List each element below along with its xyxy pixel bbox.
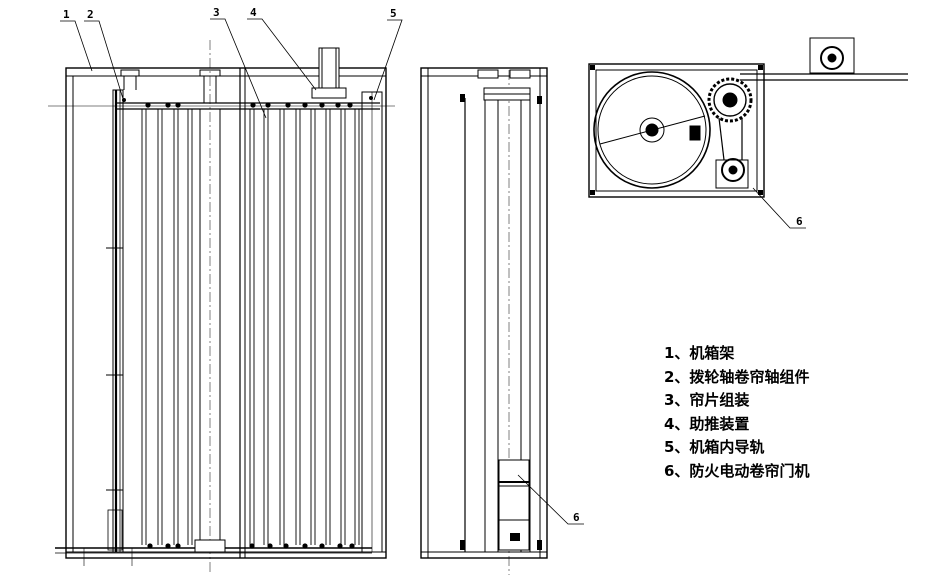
legend-item-3: 3、帘片组装: [664, 391, 750, 409]
legend-item-5: 5、机箱内导轨: [664, 438, 765, 456]
dial-wheel: [707, 77, 753, 123]
legend-item-2: 2、拨轮轴卷帘轴组件: [664, 367, 810, 386]
callout-2: 2: [87, 8, 94, 21]
side-frame: [420, 67, 548, 559]
callout-labels: 1 2 3 4 5 6 6: [63, 6, 803, 524]
legend-item-6: 6、防火电动卷帘门机: [664, 461, 810, 480]
callout-4: 4: [250, 6, 257, 19]
callout-6-top: 6: [796, 215, 803, 228]
top-frame: [588, 63, 765, 198]
callout-6-side: 6: [573, 511, 580, 524]
leader-lines: [60, 18, 806, 525]
top-view: [588, 37, 908, 198]
legend-item-1: 1、机箱架: [664, 344, 735, 362]
curtain-slats: [141, 109, 360, 545]
callout-1: 1: [63, 8, 70, 21]
side-view: [420, 67, 548, 575]
box-frame-outer: [65, 67, 387, 559]
curtain-drum: [593, 71, 711, 189]
legend-item-4: 4、助推装置: [664, 414, 750, 433]
front-view: [48, 40, 395, 575]
callout-3: 3: [213, 6, 220, 19]
parts-legend: 1、机箱架 2、拨轮轴卷帘轴组件 3、帘片组装 4、助推装置 5、机箱内导轨 6…: [664, 342, 809, 483]
callout-5: 5: [390, 7, 397, 20]
